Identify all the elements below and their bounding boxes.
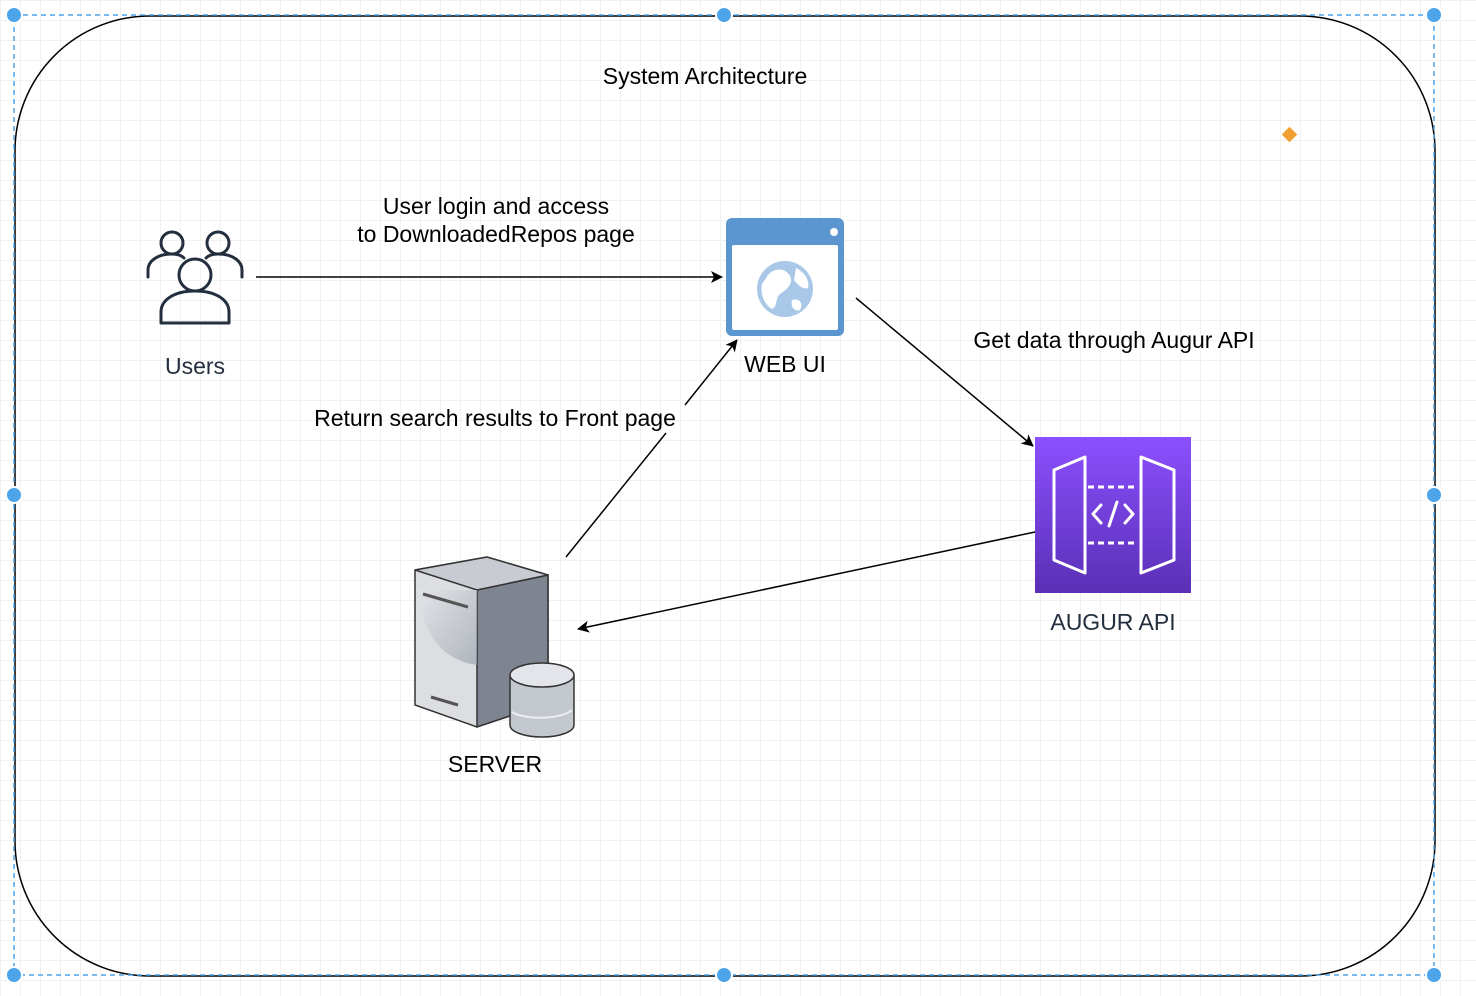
- resize-handle-bottom-right[interactable]: [1425, 966, 1443, 984]
- resize-handle-top-center[interactable]: [715, 6, 733, 24]
- edge-api-to-server[interactable]: [577, 531, 1036, 633]
- edge-server-to-webui[interactable]: [565, 432, 667, 558]
- resize-handle-bottom-center[interactable]: [715, 966, 733, 984]
- resize-handle-top-right[interactable]: [1425, 6, 1443, 24]
- resize-handle-middle-right[interactable]: [1425, 486, 1443, 504]
- container-title: System Architecture: [603, 63, 808, 89]
- resize-handle-top-left[interactable]: [5, 6, 23, 24]
- edge-server-to-webui-head[interactable]: [684, 339, 738, 406]
- resize-handle-middle-left[interactable]: [5, 486, 23, 504]
- server-label: SERVER: [448, 751, 542, 777]
- users-icon: [146, 230, 244, 325]
- web-ui-label: WEB UI: [744, 351, 826, 377]
- resize-handle-bottom-left[interactable]: [5, 966, 23, 984]
- edge-webui-to-api[interactable]: [855, 297, 1034, 447]
- edge-label-get-data: Get data through Augur API: [973, 327, 1254, 353]
- augur-api-label: AUGUR API: [1050, 609, 1175, 635]
- selection-box: [13, 14, 1435, 976]
- edge-label-login-line2: to DownloadedRepos page: [357, 221, 634, 247]
- users-node[interactable]: Users: [146, 230, 244, 379]
- augur-api-node[interactable]: AUGUR API: [1035, 437, 1191, 635]
- server-database-icon: [414, 556, 575, 738]
- server-node[interactable]: SERVER: [414, 556, 575, 777]
- api-gateway-icon: [1035, 437, 1191, 593]
- waypoint-marker[interactable]: [1281, 126, 1298, 143]
- users-label: Users: [165, 353, 225, 379]
- browser-globe-icon: [726, 218, 844, 336]
- edge-label-return-results: Return search results to Front page: [314, 405, 676, 431]
- web-ui-node[interactable]: WEB UI: [726, 218, 844, 377]
- system-container[interactable]: [14, 15, 1436, 977]
- edge-label-login-line1: User login and access: [383, 193, 609, 219]
